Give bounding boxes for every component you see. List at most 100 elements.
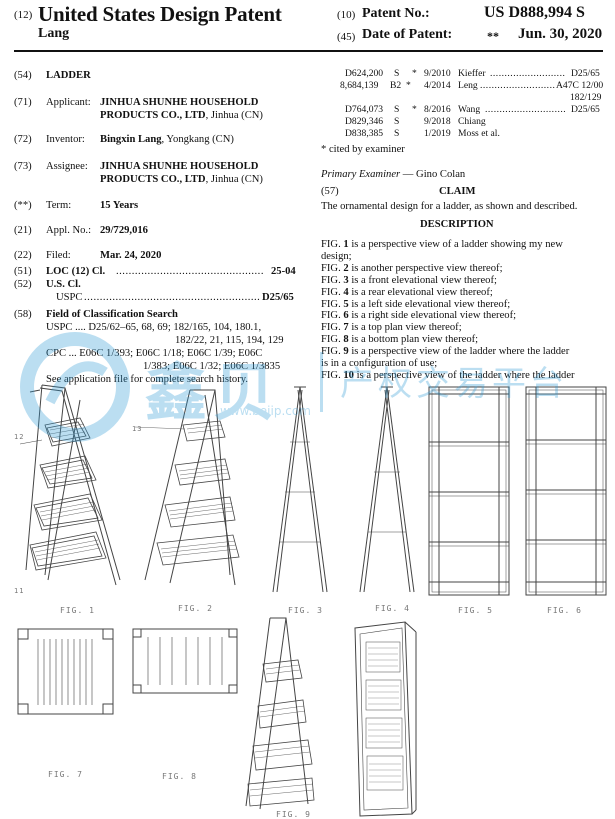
uspc-dots: ........................................…	[84, 292, 260, 303]
document-type: United States Design Patent	[38, 2, 282, 26]
citation-star: *	[412, 68, 417, 79]
title-ladder: LADDER	[46, 70, 91, 81]
search-cpc-line1: CPC ... E06C 1/393; E06C 1/18; E06C 1/39…	[46, 348, 263, 359]
assignee-company: PRODUCTS CO., LTD	[100, 174, 206, 185]
desc-text: is a rear elevational view thereof;	[348, 286, 493, 298]
code-45: (45)	[337, 31, 356, 43]
field-71-code: (71)	[14, 97, 32, 108]
citation-num: 8,684,139	[340, 80, 379, 91]
desc-prefix: FIG.	[321, 310, 344, 322]
search-uspc-line1: USPC .... D25/62–65, 68, 69; 182/165, 10…	[46, 322, 262, 333]
left-column: (54) LADDER (71) Applicant: JINHUA SHUNH…	[0, 0, 330, 400]
desc-line: FIG. 10 is a perspective view of the lad…	[321, 370, 611, 382]
desc-text: is a top plan view thereof;	[348, 322, 462, 334]
desc-prefix: FIG.	[321, 334, 344, 346]
fig5-caption: FIG. 5	[458, 606, 493, 615]
citation-kind: S	[394, 104, 400, 115]
fig5-left-side-view	[428, 386, 510, 596]
fig7-top-plan-view	[17, 628, 114, 715]
desc-line: FIG. 3 is a front elevational view there…	[321, 275, 611, 287]
inventor-location: , Yongkang (CN)	[161, 134, 234, 145]
desc-fig-num: 8	[343, 334, 349, 346]
desc-line: FIG. 7 is a top plan view thereof;	[321, 322, 611, 334]
citations-table: D624,200 S * 9/2010 Kieffer ............…	[340, 68, 608, 140]
citation-star: *	[412, 104, 417, 115]
citation-row: D624,200 S * 9/2010 Kieffer ............…	[340, 68, 608, 80]
citation-kind: B2	[390, 80, 402, 91]
citation-name: Chiang	[458, 116, 486, 127]
fig4-rear-view	[359, 386, 415, 593]
field-54-code: (54)	[14, 70, 32, 81]
citation-dots: ............................	[485, 104, 567, 115]
citation-date: 9/2010	[424, 68, 451, 79]
citation-class: D25/65	[571, 104, 600, 115]
citation-row: D838,385 S 1/2019 Moss et al.	[340, 128, 608, 140]
desc-fig-num: 2	[343, 262, 349, 274]
code-10: (10)	[337, 9, 356, 21]
desc-line: design;	[321, 251, 611, 263]
term-value: 15 Years	[100, 200, 139, 211]
desc-line: FIG. 6 is a right side elevational view …	[321, 310, 611, 322]
uspc-value: D25/65	[262, 292, 294, 303]
desc-line: FIG. 4 is a rear elevational view thereo…	[321, 287, 611, 299]
desc-prefix: is in a configuration of use;	[321, 358, 438, 370]
assignee-location: , Jinhua (CN)	[205, 174, 263, 185]
us-cl-label: U.S. Cl.	[46, 279, 81, 290]
loc-label: LOC (12) Cl.	[46, 266, 106, 277]
desc-prefix: FIG.	[321, 262, 344, 274]
term-label: Term:	[46, 200, 72, 211]
fig8-bottom-plan-view	[132, 628, 238, 694]
appl-no-label: Appl. No.:	[46, 225, 92, 236]
desc-prefix: FIG.	[321, 274, 344, 286]
fig1-caption: FIG. 1	[60, 606, 95, 615]
field-52-code: (52)	[14, 279, 32, 290]
fig10-ladder-folded	[354, 621, 417, 817]
field-22-code: (22)	[14, 250, 32, 261]
assignee-label: Assignee:	[46, 161, 88, 172]
desc-line: FIG. 9 is a perspective view of the ladd…	[321, 346, 611, 358]
fig9-ladder-in-use	[245, 617, 315, 810]
desc-fig-num: 3	[343, 274, 349, 286]
desc-line: FIG. 2 is another perspective view there…	[321, 263, 611, 275]
desc-text: is a front elevational view thereof;	[348, 274, 497, 286]
fig1-ref-11: 11	[14, 587, 25, 595]
desc-fig-num: 7	[343, 322, 349, 334]
patent-date: Jun. 30, 2020	[518, 26, 603, 42]
fig6-caption: FIG. 6	[547, 606, 582, 615]
desc-prefix: FIG.	[321, 286, 344, 298]
citation-name: Moss et al.	[458, 128, 500, 139]
code-12: (12)	[14, 9, 33, 21]
date-stars: **	[487, 29, 499, 43]
citation-star: *	[406, 80, 411, 91]
inventor-name: Bingxin Lang	[100, 134, 162, 145]
desc-prefix: FIG.	[321, 369, 344, 381]
applicant-line1: JINHUA SHUNHE HOUSEHOLD	[100, 97, 259, 108]
desc-prefix: design;	[321, 250, 352, 262]
fig1-ladder-drawing	[19, 384, 121, 586]
patent-number: US D888,994 S	[484, 4, 585, 21]
claim-heading: CLAIM	[439, 186, 476, 197]
desc-text: is a perspective view of the ladder wher…	[348, 346, 570, 358]
citation-name: Wang	[458, 104, 481, 115]
field-73-code: (73)	[14, 161, 32, 172]
applicant-location: , Jinhua (CN)	[205, 110, 263, 121]
term-code: (**)	[14, 200, 32, 211]
fig2-ref-13: 13	[132, 425, 143, 433]
desc-fig-num: 1	[343, 239, 349, 250]
citation-name: Leng	[458, 80, 478, 91]
desc-text: is a right side elevational view thereof…	[348, 310, 517, 322]
description-list: FIG. 1 is a perspective view of a ladder…	[321, 239, 611, 382]
patent-no-label: Patent No.:	[362, 6, 430, 21]
loc-dots: ........................................…	[116, 266, 264, 277]
desc-text: is a left side elevational view thereof;	[348, 298, 511, 310]
desc-prefix: FIG.	[321, 346, 344, 358]
citation-row: D764,073 S * 8/2016 Wang ...............…	[340, 104, 608, 116]
uspc-label: USPC	[56, 292, 83, 303]
citation-row: 182/129	[340, 92, 608, 104]
examiner-label: Primary Examiner	[321, 169, 401, 180]
search-field-label: Field of Classification Search	[46, 309, 178, 320]
citation-dots: ..........................	[480, 80, 556, 91]
inventor-value: Bingxin Lang, Yongkang (CN)	[100, 133, 234, 146]
loc-value: 25-04	[271, 266, 296, 277]
applicant-line2: PRODUCTS CO., LTD, Jinhua (CN)	[100, 109, 263, 122]
